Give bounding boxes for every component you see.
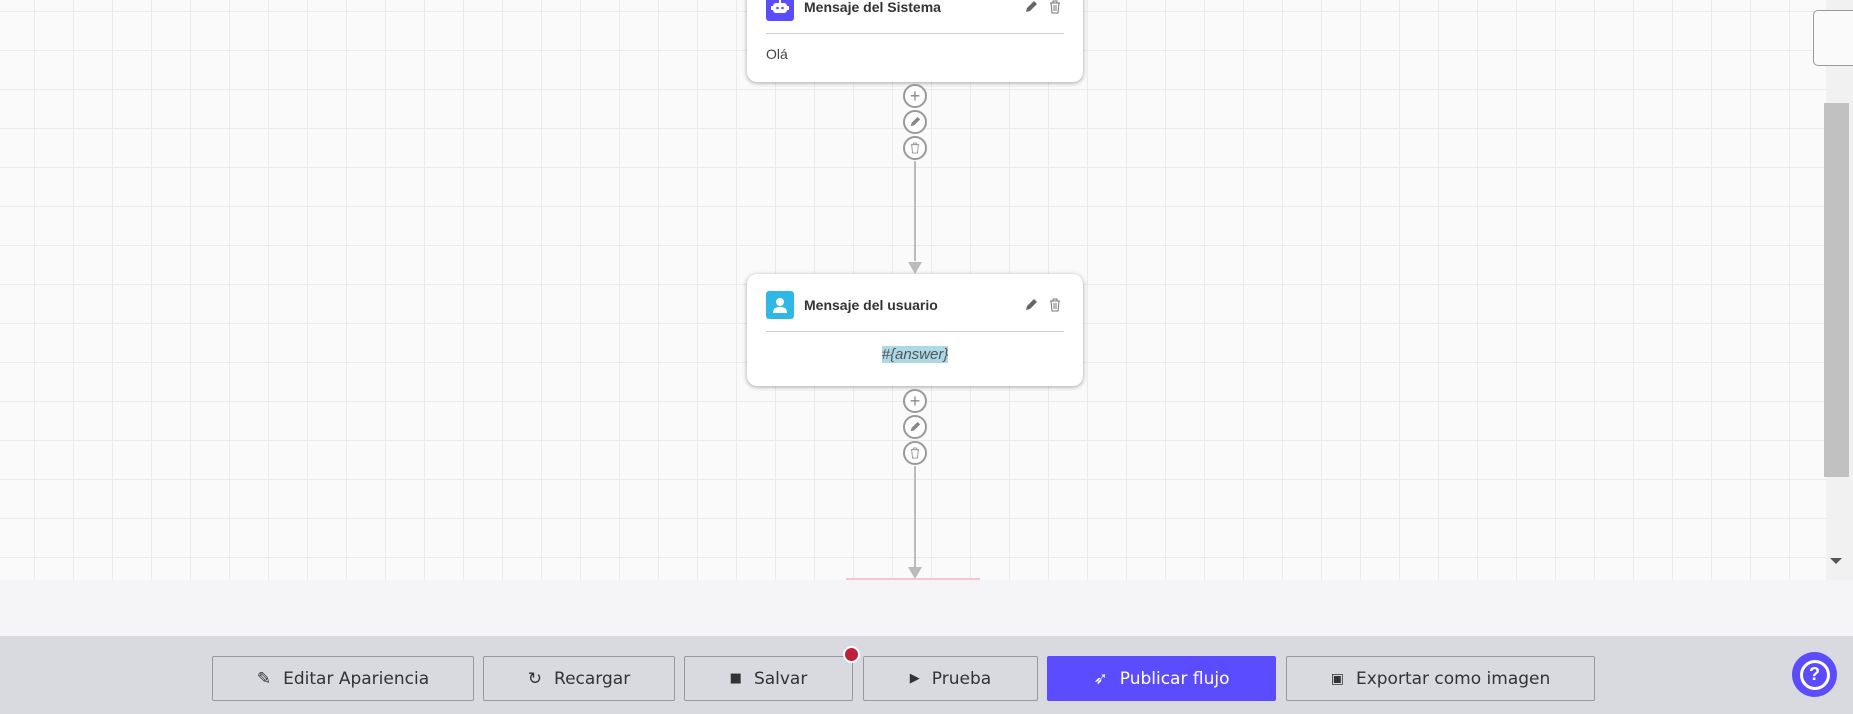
edit-icon: ✎ — [256, 668, 272, 689]
help-button[interactable]: ? — [1792, 652, 1837, 697]
refresh-icon: ↻ — [527, 668, 543, 689]
delete-connection-button[interactable] — [903, 136, 927, 160]
edit-connection-button[interactable] — [903, 110, 927, 134]
pencil-icon — [910, 116, 921, 127]
node-title: Mensaje del usuario — [804, 297, 938, 313]
trash-icon[interactable] — [1046, 0, 1064, 16]
rocket-icon: ➶ — [1093, 668, 1108, 689]
scroll-down-icon[interactable] — [1830, 558, 1842, 564]
unsaved-indicator — [843, 646, 860, 663]
connector-line — [914, 161, 916, 261]
question-icon: ? — [1799, 659, 1830, 690]
test-button[interactable]: ▶Prueba — [863, 656, 1038, 701]
scrollbar[interactable] — [1824, 0, 1853, 580]
image-icon: ▣ — [1330, 670, 1344, 687]
floppy-icon: ■ — [729, 671, 742, 686]
pencil-icon[interactable] — [1022, 296, 1040, 314]
connector-line — [914, 466, 916, 568]
node-title: Mensaje del Sistema — [804, 0, 941, 15]
add-node-button[interactable]: + — [903, 389, 927, 413]
trash-icon[interactable] — [1046, 296, 1064, 314]
robot-icon — [766, 0, 794, 21]
play-icon: ▶ — [909, 671, 920, 686]
add-node-button[interactable]: + — [903, 84, 927, 108]
minimap-panel[interactable] — [1813, 10, 1853, 66]
edit-connection-button[interactable] — [903, 415, 927, 439]
publish-flow-button[interactable]: ➶Publicar flujo — [1047, 656, 1276, 701]
arrow-down-icon — [908, 262, 922, 274]
node-user-message[interactable]: Mensaje del usuario #{answer} — [747, 274, 1083, 386]
node-system-message[interactable]: Mensaje del Sistema Olá — [747, 0, 1083, 82]
node-body: Olá — [766, 46, 788, 62]
trash-icon — [910, 142, 920, 154]
plus-icon: + — [909, 391, 921, 411]
node-body: #{answer} — [881, 346, 949, 363]
edit-appearance-button[interactable]: ✎Editar Apariencia — [212, 656, 474, 701]
pencil-icon — [910, 421, 921, 432]
reload-button[interactable]: ↻Recargar — [483, 656, 675, 701]
user-icon — [766, 291, 794, 319]
export-image-button[interactable]: ▣Exportar como imagen — [1286, 656, 1595, 701]
arrow-down-icon — [908, 567, 922, 579]
next-node-edge — [846, 578, 980, 580]
plus-icon: + — [909, 86, 921, 106]
save-button[interactable]: ■Salvar — [684, 656, 853, 701]
pencil-icon[interactable] — [1022, 0, 1040, 16]
flow-canvas[interactable]: Mensaje del Sistema Olá + Mensaje del us… — [0, 0, 1826, 580]
trash-icon — [910, 447, 920, 459]
scrollbar-thumb[interactable] — [1824, 103, 1849, 477]
delete-connection-button[interactable] — [903, 441, 927, 465]
